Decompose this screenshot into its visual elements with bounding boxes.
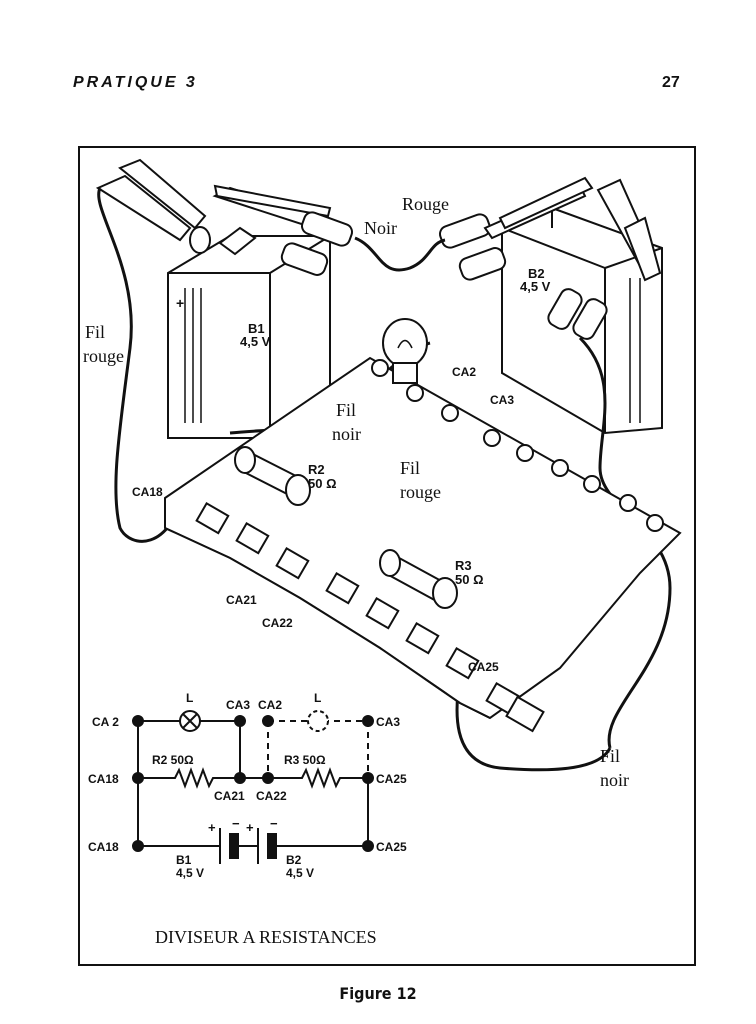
schematic <box>132 710 374 864</box>
sch-ca21: CA21 <box>214 789 245 803</box>
label-r2-name: R2 <box>308 462 325 477</box>
sch-b2-name: B2 <box>286 853 302 867</box>
sch-b1-name: B1 <box>176 853 192 867</box>
sch-b1-volt: 4,5 V <box>176 866 204 880</box>
figure-title: DIVISEUR A RESISTANCES <box>155 927 377 947</box>
label-noir-top: Noir <box>364 218 397 238</box>
label-r3-value: 50 Ω <box>455 572 484 587</box>
sch-ca2-b: CA2 <box>258 698 282 712</box>
label-b1-volt: 4,5 V <box>240 334 271 349</box>
sch-minus-1: − <box>232 816 240 831</box>
label-fil-right: Fil <box>600 746 620 766</box>
sch-ca18-row2: CA18 <box>88 772 119 786</box>
label-r2-value: 50 Ω <box>308 476 337 491</box>
figure-caption: Figure 12 <box>339 984 417 1003</box>
label-b1-plus: + <box>176 295 184 311</box>
schematic-labels: CA 2 L CA3 CA2 L CA3 R2 50Ω R3 50Ω CA18 … <box>88 691 407 880</box>
sch-ca18-row3: CA18 <box>88 840 119 854</box>
sch-ca3-a: CA3 <box>226 698 250 712</box>
page-number: 27 <box>662 74 680 91</box>
label-fil-mid2: Fil <box>400 458 420 478</box>
label-fil-mid: Fil <box>336 400 356 420</box>
sch-r2: R2 50Ω <box>152 753 194 767</box>
label-rouge-left: rouge <box>83 346 124 366</box>
figure-frame: Rouge Noir Fil rouge Fil noir Fil rouge … <box>78 146 696 966</box>
sch-ca25-row3: CA25 <box>376 840 407 854</box>
label-ca18: CA18 <box>132 485 163 499</box>
label-ca22: CA22 <box>262 616 293 630</box>
wiring-illustration: Rouge Noir Fil rouge Fil noir Fil rouge … <box>83 158 682 947</box>
illustration-labels: Rouge Noir Fil rouge Fil noir Fil rouge … <box>83 194 629 790</box>
label-noir-right: noir <box>600 770 629 790</box>
label-b2-volt: 4,5 V <box>520 279 551 294</box>
sch-ca25-row2: CA25 <box>376 772 407 786</box>
label-ca3: CA3 <box>490 393 514 407</box>
label-b1-name: B1 <box>248 321 265 336</box>
sch-lamp-label: L <box>186 691 193 705</box>
resistors <box>234 446 458 609</box>
sch-lamp-label-b: L <box>314 691 321 705</box>
lamp <box>382 318 428 384</box>
label-rouge-mid2: rouge <box>400 482 441 502</box>
sch-minus-2: − <box>270 816 278 831</box>
sch-b2-volt: 4,5 V <box>286 866 314 880</box>
label-fil-left: Fil <box>85 322 105 342</box>
section-header: PRATIQUE 3 <box>73 74 198 91</box>
clips <box>95 158 662 340</box>
sch-r3: R3 50Ω <box>284 753 326 767</box>
label-rouge-top: Rouge <box>402 194 449 214</box>
sch-plus-1: + <box>208 820 216 835</box>
label-ca25: CA25 <box>468 660 499 674</box>
sch-ca2-left: CA 2 <box>92 715 119 729</box>
sch-plus-2: + <box>246 820 254 835</box>
circuit-board <box>164 356 682 733</box>
label-b2-name: B2 <box>528 266 545 281</box>
sch-ca22: CA22 <box>256 789 287 803</box>
label-r3-name: R3 <box>455 558 472 573</box>
sch-ca3-b: CA3 <box>376 715 400 729</box>
label-ca2: CA2 <box>452 365 476 379</box>
label-ca21: CA21 <box>226 593 257 607</box>
label-noir-mid: noir <box>332 424 361 444</box>
